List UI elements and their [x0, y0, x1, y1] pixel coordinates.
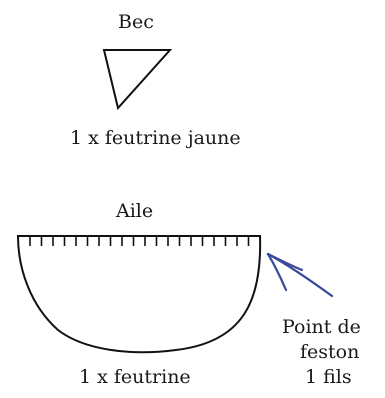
- wing-title: Aile: [116, 200, 154, 222]
- blanket-stitch-marks: [29, 236, 250, 246]
- wing-shape: [16, 235, 262, 354]
- wing-caption: 1 x feutrine: [79, 366, 191, 388]
- beak-title: Bec: [118, 11, 154, 33]
- arrow-icon: [266, 252, 334, 298]
- stitch-note-line3: 1 fils: [305, 366, 352, 388]
- beak-shape: [102, 49, 173, 111]
- beak-caption: 1 x feutrine jaune: [70, 127, 241, 149]
- stitch-note-line1: Point de: [282, 316, 361, 338]
- stitch-note-line2: feston: [300, 341, 360, 363]
